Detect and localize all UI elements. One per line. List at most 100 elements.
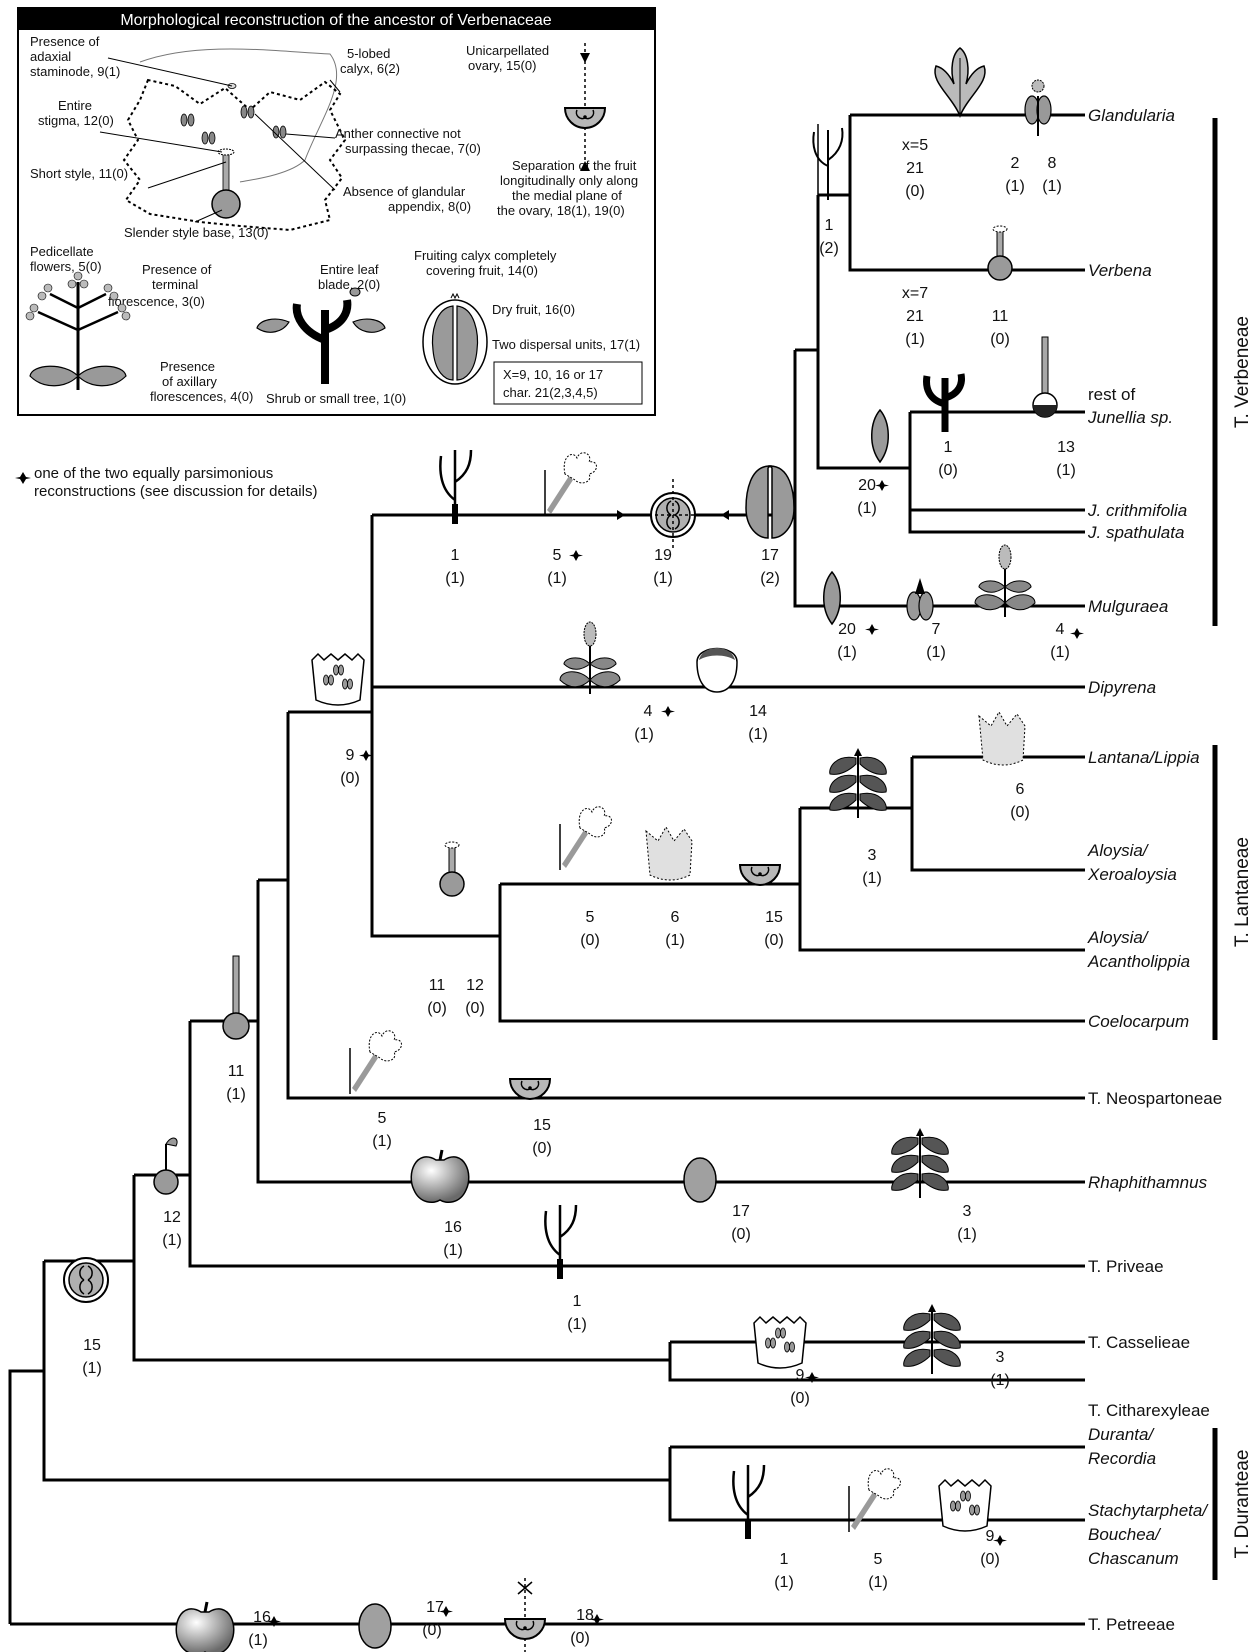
svg-text:(1): (1) <box>957 1226 977 1243</box>
svg-text:x=7: x=7 <box>902 285 928 302</box>
svg-text:15: 15 <box>83 1337 101 1354</box>
svg-text:(0): (0) <box>570 1630 590 1647</box>
svg-text:(1): (1) <box>226 1086 246 1103</box>
taxon-aloysia-xero-line1: Aloysia/ <box>1087 841 1150 860</box>
svg-text:(1): (1) <box>748 726 768 743</box>
svg-text:14: 14 <box>749 703 767 720</box>
stigma-entire-icon <box>153 1137 179 1195</box>
svg-text:(2): (2) <box>760 570 780 587</box>
svg-text:(1): (1) <box>1005 178 1025 195</box>
svg-text:(1): (1) <box>774 1574 794 1591</box>
svg-text:(0): (0) <box>980 1551 1000 1568</box>
tribe-verbeneae: T. Verbeneae <box>1232 316 1253 428</box>
svg-text:(1): (1) <box>445 570 465 587</box>
anther-appendix-icon <box>1024 79 1052 136</box>
svg-text:Shrub or small tree, 1(0): Shrub or small tree, 1(0) <box>266 391 406 406</box>
svg-text:(0): (0) <box>427 1000 447 1017</box>
svg-text:17: 17 <box>761 547 779 564</box>
taxon-stachy-line3: Chascanum <box>1088 1549 1179 1568</box>
svg-text:(1): (1) <box>862 870 882 887</box>
svg-text:Entire leaf: Entire leaf <box>320 262 379 277</box>
svg-text:(0): (0) <box>532 1140 552 1157</box>
svg-text:(0): (0) <box>422 1622 442 1639</box>
taxon-aloysia-acan-line2: Acantholippia <box>1087 952 1190 971</box>
svg-text:15: 15 <box>765 909 783 926</box>
inset-anther-icons <box>180 105 287 145</box>
svg-text:(1): (1) <box>653 570 673 587</box>
taxon-junellia-line2: Junellia sp. <box>1087 408 1173 427</box>
svg-text:8: 8 <box>1048 155 1057 172</box>
svg-text:21: 21 <box>906 160 924 177</box>
svg-text:19: 19 <box>654 547 672 564</box>
inset-inflorescence-icon <box>25 271 131 390</box>
svg-text:20: 20 <box>858 477 876 494</box>
svg-text:(1): (1) <box>1056 462 1076 479</box>
taxon-aloysia-acan-line1: Aloysia/ <box>1087 928 1150 947</box>
inset-labels: Presence of adaxial staminode, 9(1) Enti… <box>30 34 640 406</box>
taxon-casselieae: T. Casselieae <box>1088 1333 1190 1352</box>
tribe-duranteae: T. Duranteae <box>1232 1450 1253 1559</box>
fruit-quarter-icon <box>617 479 729 551</box>
svg-text:(1): (1) <box>372 1133 392 1150</box>
character-icons <box>63 47 1058 1652</box>
svg-text:Anther connective not: Anther connective not <box>335 126 461 141</box>
taxon-rhaphithamnus: Rhaphithamnus <box>1088 1173 1208 1192</box>
svg-text:the medial plane of: the medial plane of <box>512 188 622 203</box>
svg-text:12: 12 <box>163 1209 181 1226</box>
svg-text:florescence, 3(0): florescence, 3(0) <box>108 294 205 309</box>
svg-text:(0): (0) <box>340 770 360 787</box>
svg-text:4: 4 <box>1056 621 1065 638</box>
taxon-junellia-line1: rest of <box>1088 385 1136 404</box>
svg-text:5: 5 <box>874 1551 883 1568</box>
svg-text:1: 1 <box>451 547 460 564</box>
svg-text:(1): (1) <box>443 1242 463 1259</box>
svg-text:9: 9 <box>986 1528 995 1545</box>
svg-text:11: 11 <box>429 977 446 994</box>
svg-text:2: 2 <box>1011 155 1020 172</box>
svg-text:6: 6 <box>1016 781 1025 798</box>
svg-text:Pedicellate: Pedicellate <box>30 244 94 259</box>
star-icon <box>15 472 31 484</box>
taxon-lantana-lippia: Lantana/Lippia <box>1088 748 1200 767</box>
svg-text:Presence of: Presence of <box>142 262 212 277</box>
svg-text:covering fruit, 14(0): covering fruit, 14(0) <box>426 263 538 278</box>
svg-text:(1): (1) <box>162 1232 182 1249</box>
svg-text:16: 16 <box>253 1609 271 1626</box>
svg-text:(1): (1) <box>837 644 857 661</box>
svg-text:ovary, 15(0): ovary, 15(0) <box>468 58 536 73</box>
svg-text:1: 1 <box>944 439 953 456</box>
svg-text:appendix, 8(0): appendix, 8(0) <box>388 199 471 214</box>
taxon-priveae: T. Priveae <box>1088 1257 1164 1276</box>
taxon-dipyrena: Dipyrena <box>1088 678 1156 697</box>
svg-text:(1): (1) <box>868 1574 888 1591</box>
svg-text:17: 17 <box>732 1203 750 1220</box>
svg-text:Two dispersal units, 17(1): Two dispersal units, 17(1) <box>492 337 640 352</box>
svg-text:(0): (0) <box>764 932 784 949</box>
taxon-mulguraea: Mulguraea <box>1088 597 1168 616</box>
taxon-j-crithmifolia: J. crithmifolia <box>1087 501 1187 520</box>
svg-text:terminal: terminal <box>152 277 198 292</box>
taxon-citharexyleae: T. Citharexyleae <box>1088 1401 1210 1420</box>
svg-text:13: 13 <box>1057 439 1075 456</box>
svg-text:15: 15 <box>533 1117 551 1134</box>
svg-text:(0): (0) <box>465 1000 485 1017</box>
svg-text:9: 9 <box>796 1367 805 1384</box>
taxon-duranta-line1: Duranta/ <box>1088 1425 1155 1444</box>
character-labels: x=5 21 (0) 2 (1) 8 (1) 1 (2) x=7 21 (1) … <box>82 137 1076 1649</box>
svg-text:(1): (1) <box>665 932 685 949</box>
svg-text:12: 12 <box>466 977 484 994</box>
svg-text:3: 3 <box>996 1349 1005 1366</box>
svg-text:(0): (0) <box>731 1226 751 1243</box>
svg-text:Unicarpellated: Unicarpellated <box>466 43 549 58</box>
svg-text:Separation of the fruit: Separation of the fruit <box>512 158 637 173</box>
svg-text:(1): (1) <box>926 644 946 661</box>
svg-text:20: 20 <box>838 621 856 638</box>
svg-text:x=5: x=5 <box>902 137 928 154</box>
svg-text:Slender style base, 13(0): Slender style base, 13(0) <box>124 225 269 240</box>
svg-text:(0): (0) <box>905 183 925 200</box>
svg-text:longitudinally only along: longitudinally only along <box>500 173 638 188</box>
taxon-stachy-line2: Bouchea/ <box>1088 1525 1162 1544</box>
svg-text:of axillary: of axillary <box>162 374 217 389</box>
svg-text:7: 7 <box>932 621 941 638</box>
